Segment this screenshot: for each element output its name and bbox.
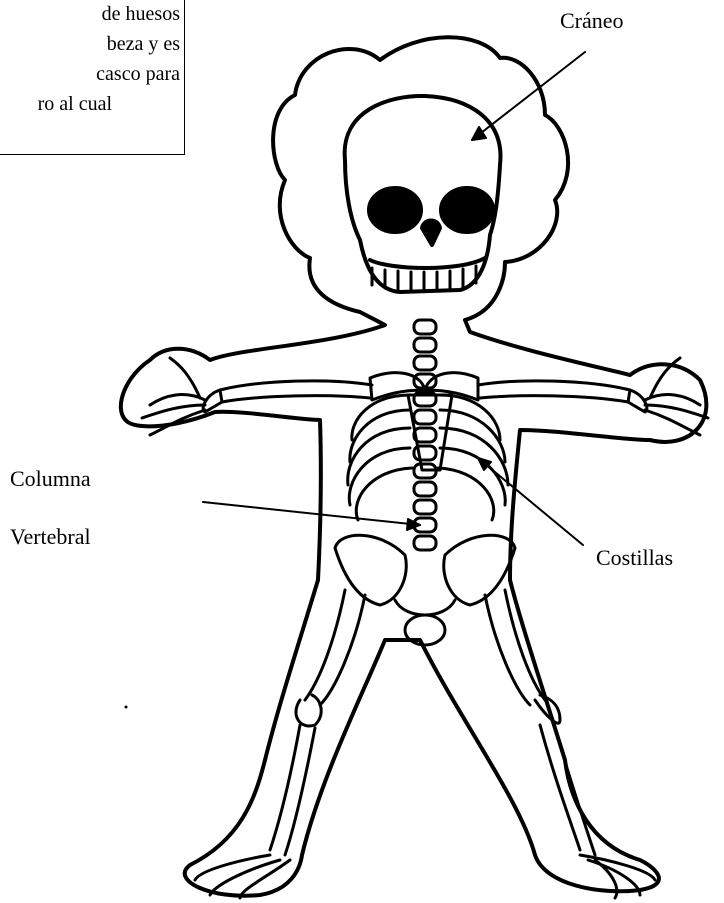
columna-pointer (203, 502, 420, 525)
legs (195, 590, 655, 898)
label-vertebral: Vertebral (10, 524, 91, 550)
columna-arrowhead (407, 519, 420, 530)
label-craneo: Cráneo (560, 8, 624, 34)
info-line-1: de huesos (0, 2, 180, 26)
craneo-pointer (472, 52, 585, 140)
info-line-2: beza y es (0, 32, 180, 56)
stray-dot (125, 706, 128, 709)
info-box: de huesos beza y es casco para ro al cua… (0, 0, 185, 155)
label-costillas: Costillas (596, 545, 673, 571)
info-line-3: casco para (0, 62, 180, 86)
spine (414, 320, 436, 550)
info-line-4: ro al cual (0, 92, 112, 116)
craneo-arrowhead (472, 127, 486, 140)
label-columna: Columna (10, 466, 91, 492)
skull (345, 96, 501, 292)
pelvis (335, 535, 515, 645)
